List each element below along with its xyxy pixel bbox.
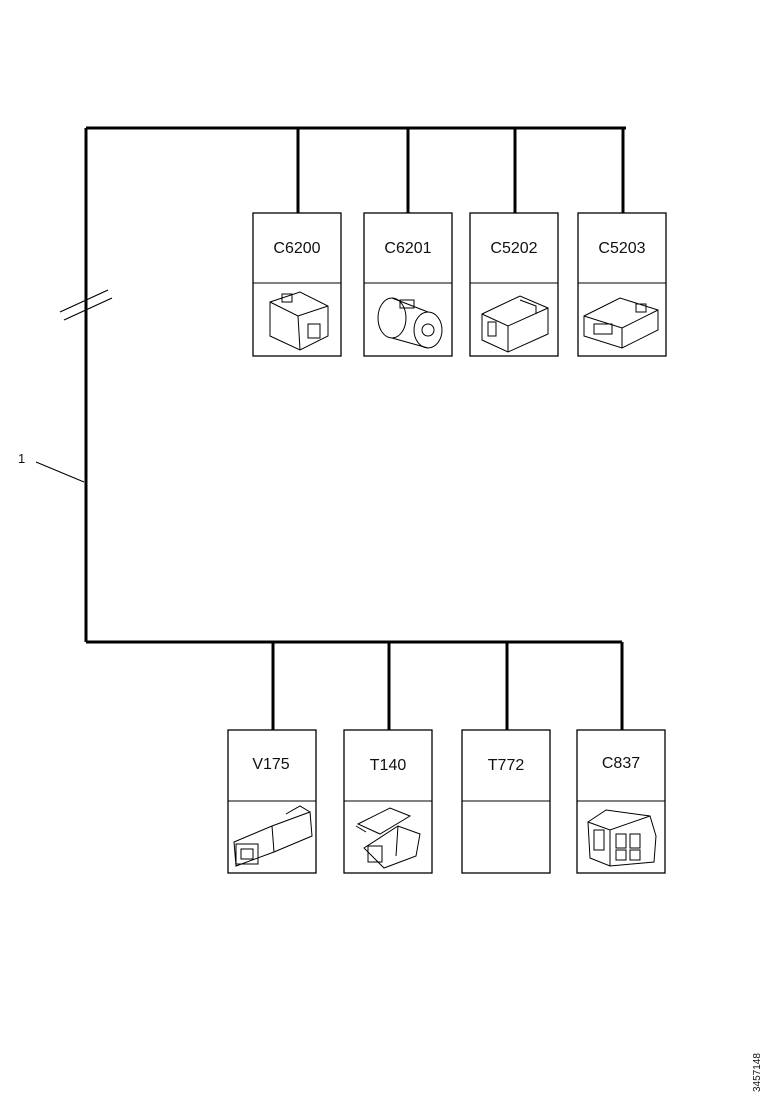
- callout-number: 1: [18, 451, 25, 466]
- harness-trunk: [84, 126, 626, 644]
- connector-box-c6201: C6201: [363, 212, 453, 357]
- callout-1: 1: [18, 451, 85, 483]
- connector-label: C6200: [273, 240, 320, 257]
- connector-box-c837: C837: [576, 729, 666, 874]
- connector-label: C5203: [598, 240, 645, 257]
- connector-block-icon: [587, 809, 657, 867]
- connector-label: V175: [252, 756, 289, 773]
- connector-box-c6200: C6200: [252, 212, 342, 357]
- connector-box-c5202: C5202: [469, 212, 559, 357]
- connector-inline-icon: [233, 805, 313, 867]
- trunk-break-mark: [59, 289, 113, 321]
- connector-box-t140: T140: [343, 729, 433, 874]
- connector-flat-icon: [583, 297, 659, 349]
- connector-label: T140: [370, 757, 407, 774]
- connector-latch-icon: [481, 295, 549, 353]
- bottom-branch-drops: [271, 642, 624, 730]
- connector-round-icon: [377, 297, 443, 349]
- top-branch-drops: [296, 128, 625, 213]
- connector-label: C837: [602, 755, 640, 772]
- connector-label: C5202: [490, 240, 537, 257]
- connector-label: C6201: [384, 240, 431, 257]
- connector-box-c5203: C5203: [577, 212, 667, 357]
- connector-label: T772: [488, 757, 525, 774]
- figure-code: 3457148: [752, 1053, 763, 1092]
- connector-box-t772: T772: [461, 729, 551, 874]
- connector-angled-icon: [355, 807, 421, 869]
- connector-box-v175: V175: [227, 729, 317, 874]
- connector-rect-icon: [269, 291, 329, 351]
